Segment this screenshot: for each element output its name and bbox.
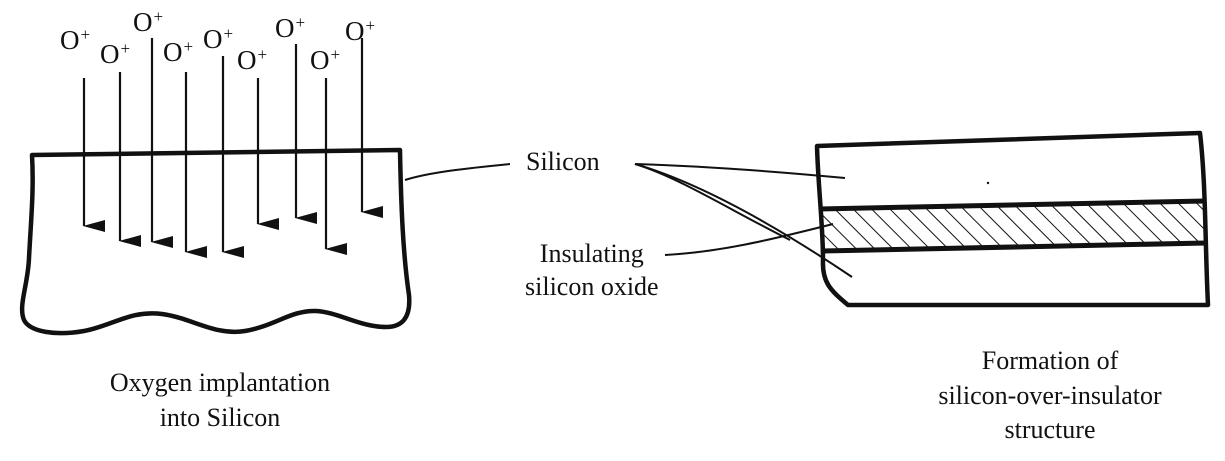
left-caption-line1: Oxygen implantation xyxy=(109,368,331,397)
ion-charge: + xyxy=(183,37,194,56)
leader-oxide xyxy=(664,223,834,256)
oxide-layer xyxy=(819,201,1206,251)
ion-charge: + xyxy=(80,25,91,44)
implant-arrows xyxy=(82,38,383,258)
oxygen-ion-label: O+ xyxy=(163,38,193,66)
ion-symbol: O xyxy=(275,13,295,43)
right-caption: Formation of silicon-over-insulator stru… xyxy=(900,344,1200,448)
oxygen-ion-label: O+ xyxy=(345,17,375,45)
ion-symbol: O xyxy=(163,37,183,67)
oxygen-ion-label: O+ xyxy=(275,14,305,42)
oxygen-ion-label: O+ xyxy=(237,46,267,74)
oxygen-ion-label: O+ xyxy=(310,46,340,74)
oxygen-ion-label: O+ xyxy=(60,26,90,54)
ion-charge: + xyxy=(223,24,234,43)
ion-charge: + xyxy=(120,39,131,58)
right-caption-line1: Formation of xyxy=(981,346,1119,375)
oxygen-ion-label: O+ xyxy=(133,8,163,36)
left-silicon-block xyxy=(19,147,412,336)
oxide-label-line2: silicon oxide xyxy=(525,271,659,301)
ion-symbol: O xyxy=(133,7,153,37)
oxygen-ion-label: O+ xyxy=(100,40,130,68)
ion-symbol: O xyxy=(345,16,365,46)
oxygen-ion-label: O+ xyxy=(203,25,233,53)
ion-charge: + xyxy=(365,16,376,35)
leader-lines xyxy=(404,163,853,278)
oxide-bottom-boundary xyxy=(821,240,1207,254)
stray-dot xyxy=(986,181,990,185)
ion-charge: + xyxy=(295,13,306,32)
oxide-label: Insulating silicon oxide xyxy=(525,238,659,303)
oxide-label-line1: Insulating xyxy=(539,239,644,268)
right-caption-line3: structure xyxy=(1004,415,1096,445)
leader-silicon-right-middle xyxy=(634,163,791,241)
ion-symbol: O xyxy=(60,25,80,55)
left-caption-line2: into Silicon xyxy=(159,402,281,432)
ion-symbol: O xyxy=(100,39,120,69)
ion-symbol: O xyxy=(237,45,257,75)
oxide-top-boundary xyxy=(818,198,1206,212)
silicon-label: Silicon xyxy=(526,147,600,176)
ion-charge: + xyxy=(257,45,268,64)
right-caption-line2: silicon-over-insulator xyxy=(938,380,1162,410)
ion-symbol: O xyxy=(310,45,330,75)
left-caption: Oxygen implantation into Silicon xyxy=(60,366,380,435)
ion-charge: + xyxy=(153,7,164,26)
ion-symbol: O xyxy=(203,24,223,54)
leader-silicon-right-top xyxy=(634,163,846,179)
leader-silicon-left xyxy=(404,163,511,181)
ion-charge: + xyxy=(330,45,341,64)
